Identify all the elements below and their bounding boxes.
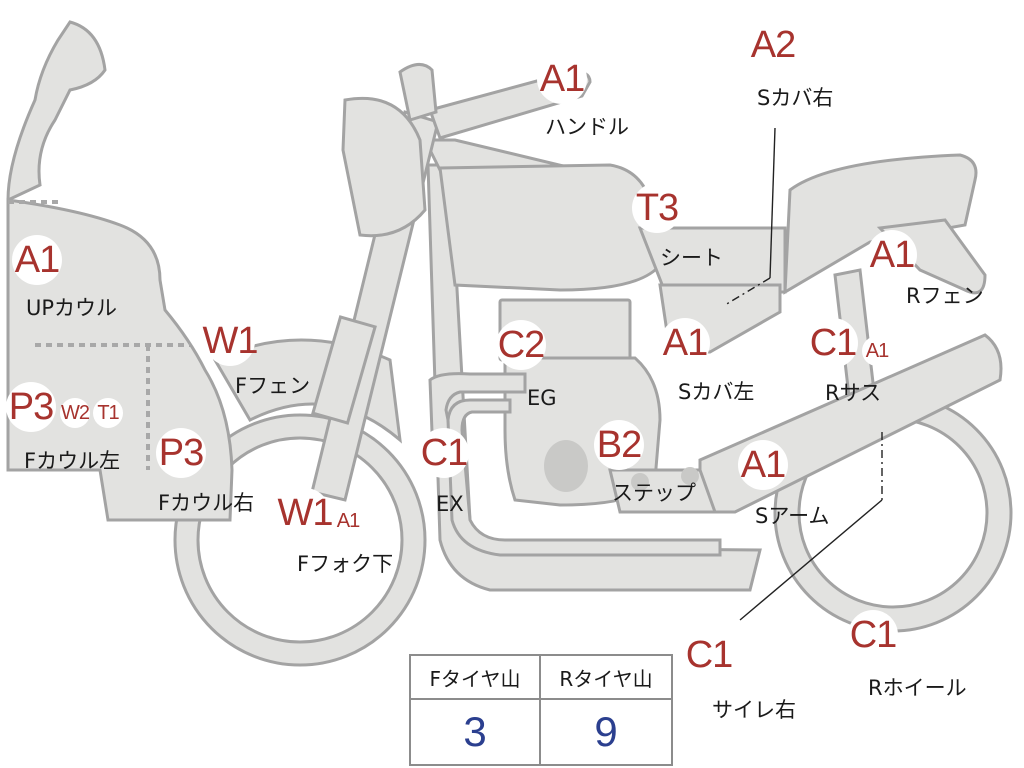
damage-code-badge: B2 bbox=[594, 420, 644, 470]
front-tire-tread-header: Fタイヤ山 bbox=[411, 656, 541, 700]
damage-code-badge: A1 bbox=[333, 506, 363, 536]
damage-code-badge: T1 bbox=[93, 398, 123, 428]
part-label-front-cowl-right: Fカウル右 bbox=[158, 491, 255, 515]
part-label-swing-arm: Sアーム bbox=[755, 504, 830, 528]
damage-code-badge: C1 bbox=[848, 610, 898, 660]
part-label-engine: EG bbox=[527, 386, 557, 410]
damage-code-badge: C1 bbox=[419, 428, 469, 478]
damage-code-badge: A1 bbox=[862, 336, 892, 366]
rear-cowl bbox=[783, 153, 978, 295]
damage-code-badge: W1 bbox=[278, 488, 334, 538]
damage-code-badge: A1 bbox=[660, 318, 710, 368]
step-peg-right bbox=[681, 467, 699, 485]
tire-tread-table: Fタイヤ山 Rタイヤ山 3 9 bbox=[409, 654, 673, 766]
part-label-front-cowl-left: Fカウル左 bbox=[24, 449, 121, 473]
part-label-rear-wheel: Rホイール bbox=[868, 676, 967, 700]
exhaust-pipe-upper bbox=[428, 372, 527, 434]
front-rim-opening bbox=[196, 436, 404, 644]
damage-code-badge: A1 bbox=[738, 440, 788, 490]
front-tire-tread-value: 3 bbox=[411, 700, 541, 764]
damage-code-badge: A1 bbox=[12, 235, 62, 285]
part-label-rear-fender: Rフェン bbox=[906, 284, 984, 308]
part-label-handle: ハンドル bbox=[545, 115, 629, 139]
damage-code-badge: A1 bbox=[867, 230, 917, 280]
part-label-up-cowl: UPカウル bbox=[26, 296, 118, 320]
rear-tire-tread-header: Rタイヤ山 bbox=[541, 656, 671, 700]
exhaust-pipe-lower bbox=[446, 398, 722, 557]
step-peg-left bbox=[631, 473, 649, 491]
part-label-side-cover-left: Sカバ左 bbox=[678, 380, 755, 404]
damage-code-badge: P3 bbox=[156, 428, 206, 478]
rear-tire-tread-value: 9 bbox=[594, 708, 618, 755]
damage-code-badge: C1 bbox=[684, 630, 734, 680]
damage-code-badge: P3 bbox=[6, 382, 56, 432]
part-label-rear-suspension: Rサス bbox=[825, 381, 882, 405]
part-label-front-fender: Fフェン bbox=[235, 374, 311, 398]
part-label-silencer-right: サイレ右 bbox=[712, 698, 796, 722]
leader-line-side-cover-right bbox=[724, 277, 771, 306]
damage-code-badge: C1 bbox=[808, 318, 858, 368]
damage-code-badge: A2 bbox=[748, 20, 798, 70]
part-label-side-cover-right: Sカバ右 bbox=[757, 86, 834, 110]
engine-cover bbox=[544, 440, 588, 492]
damage-code-badge: A1 bbox=[537, 54, 587, 104]
leader-line-silencer bbox=[739, 499, 883, 621]
part-label-exhaust: EX bbox=[436, 492, 464, 516]
headlight-mount bbox=[398, 63, 438, 122]
damage-code-badge: T3 bbox=[632, 183, 682, 233]
leader-line-side-cover-right bbox=[769, 127, 776, 279]
part-label-front-fork-lower: Fフォク下 bbox=[297, 552, 394, 576]
fuel-tank bbox=[438, 163, 662, 292]
fork-slider bbox=[311, 315, 377, 425]
part-label-seat: シート bbox=[660, 246, 723, 270]
front-cowl-shape bbox=[6, 20, 107, 203]
damage-code-badge: W1 bbox=[203, 316, 259, 366]
part-label-step: ステップ bbox=[612, 481, 696, 505]
damage-code-badge: C2 bbox=[496, 320, 546, 370]
damage-code-badge: W2 bbox=[60, 398, 90, 428]
meter-housing bbox=[341, 96, 427, 238]
